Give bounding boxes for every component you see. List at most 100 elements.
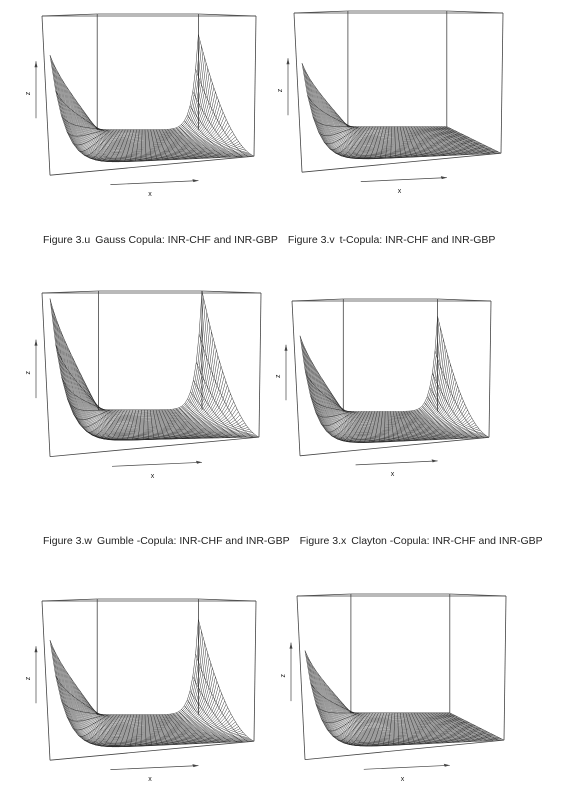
box-edge [41,15,51,176]
x-axis-label: x [401,776,405,783]
mesh-line [342,120,453,132]
z-axis-label: z [275,374,282,378]
figure-number: Figure 3.u [43,234,91,246]
x-axis-arrow [110,765,199,770]
mesh-line [140,129,143,162]
mesh-line [91,642,205,720]
mesh-line [89,68,208,137]
box-edge [49,740,255,761]
mesh-line [90,647,207,721]
mesh-line [192,676,243,742]
mesh-line [90,331,212,417]
mesh-line [195,69,249,157]
figure-title: Gauss Copula: INR-CHF and INR-GBP [95,234,278,246]
surface-mesh [304,650,505,747]
figure-number: Figure 3.v [287,234,335,246]
mesh-line [94,46,202,133]
mesh-line [193,380,242,438]
mesh-line [184,120,226,158]
box-edge [488,300,492,438]
mesh-line [189,105,238,158]
figure-number: Figure 3.w [43,535,93,547]
box-edge [293,12,303,173]
arrowhead [196,460,202,464]
figure-number: Figure 3.x [299,535,347,547]
mesh-line [190,391,236,438]
mesh-line [140,714,143,747]
surface-mesh [49,619,255,748]
mesh-line [340,328,441,414]
mesh-line [187,115,232,158]
box-edge [291,298,344,302]
mesh-line [444,712,494,741]
mesh-line [435,712,477,742]
box-edge [198,598,257,602]
mesh-line [437,316,490,438]
mesh-line [77,102,222,146]
mesh-line [334,354,448,420]
arrowhead [192,179,199,183]
box-edge [449,593,507,597]
figure-title: t-Copula: INR-CHF and INR-GBP [339,234,496,246]
arrowhead [192,764,199,768]
mesh-line [87,343,215,419]
mesh-line [144,129,147,161]
mesh-line [198,619,255,742]
mesh-line [187,700,232,743]
box-edge [446,10,504,14]
mesh-line [441,126,491,154]
mesh-line [184,705,226,743]
figure-title: Gumble -Copula: INR-CHF and INR-GBP [97,535,290,547]
mesh-line [433,712,471,742]
mesh-line [430,126,468,155]
mesh-line [181,709,221,743]
arrowhead [440,176,447,180]
box-edge [293,10,348,14]
mesh-line [309,78,493,157]
surface-mesh [299,316,490,443]
surface-mesh [49,290,260,441]
mesh-line [441,712,488,742]
mesh-line [345,706,456,718]
mesh-line [82,91,216,142]
x-axis-label: x [148,776,152,783]
x-axis-label: x [391,471,395,478]
z-axis-label: z [25,91,32,95]
mesh-line [432,373,479,438]
z-axis-label: z [277,88,284,92]
mesh-line [421,406,458,439]
box-edge [49,155,255,176]
mesh-line [144,714,147,746]
arrowhead [34,339,38,346]
mesh-line [49,640,98,715]
mesh-line [198,334,254,438]
mesh-line [189,690,238,743]
mesh-line [434,350,484,438]
x-axis-arrow [360,177,447,182]
box-edge [503,595,507,741]
mesh-line [303,66,500,160]
box-edge [258,292,262,438]
z-axis-label: z [25,371,32,375]
arrowhead [34,61,38,68]
box-edge [291,300,301,456]
x-axis-label: x [148,191,152,198]
mesh-line [97,34,199,130]
arrowhead [443,763,450,767]
box-edge [500,12,504,154]
x-axis-arrow [110,180,199,185]
mesh-line [446,126,502,154]
mesh-line [344,705,458,719]
caption-row-2: Figure 3.w Gumble -Copula: INR-CHF and IN… [43,535,543,547]
mesh-line [91,325,211,416]
mesh-line [443,126,496,154]
box-edge [201,290,262,294]
perspective-plot: xz [280,593,507,783]
mesh-line [438,712,483,742]
arrowhead [284,344,288,351]
mesh-line [424,402,463,439]
box-edge [41,600,51,761]
mesh-line [64,83,238,156]
